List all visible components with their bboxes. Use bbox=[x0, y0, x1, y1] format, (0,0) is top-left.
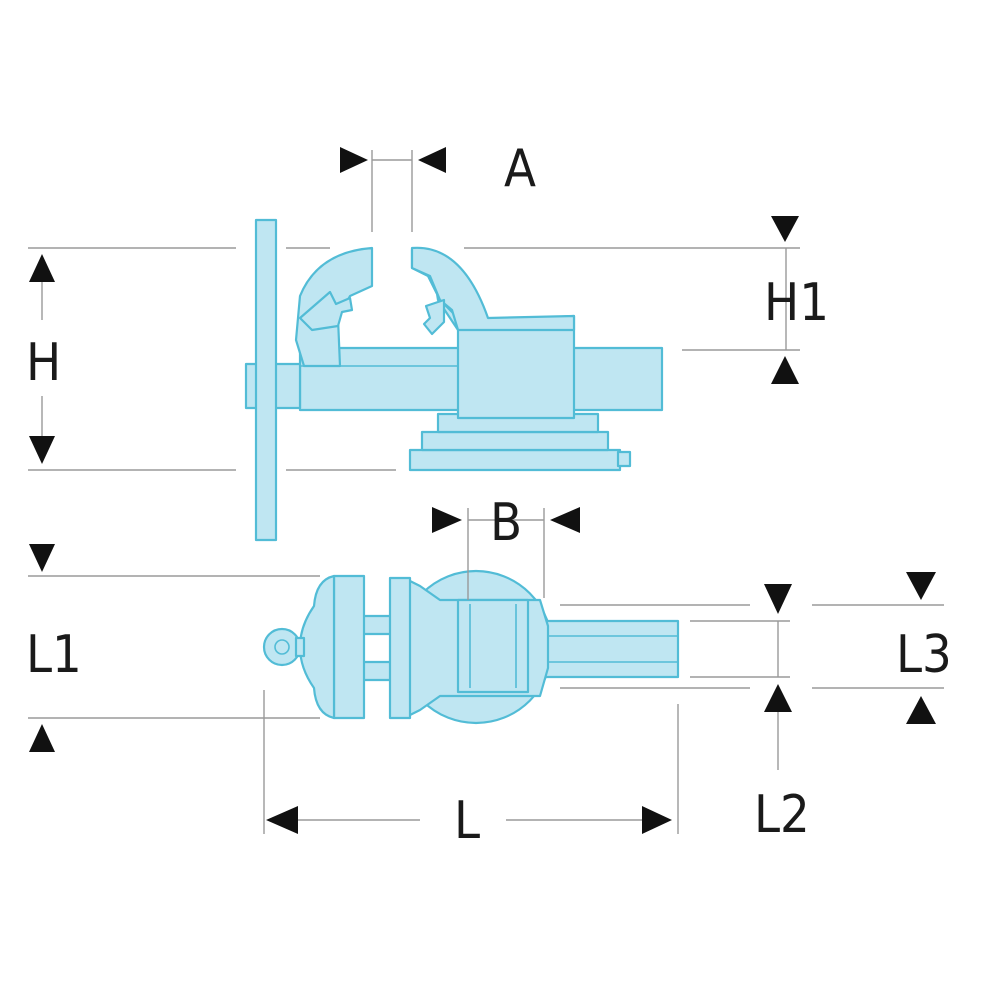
moving-jaw-plate-top bbox=[332, 574, 366, 720]
l3-arrow-bottom bbox=[906, 696, 936, 724]
l3-arrow-top bbox=[906, 572, 936, 600]
l-arrow-left bbox=[266, 806, 298, 834]
label-h1: H1 bbox=[764, 273, 829, 333]
b-arrow-left bbox=[432, 507, 462, 533]
rear-slide-bar bbox=[538, 619, 680, 679]
handle-bar bbox=[254, 218, 278, 542]
label-l: L bbox=[454, 791, 480, 851]
fixed-jaw-plate-top bbox=[388, 576, 412, 720]
a-arrow-right bbox=[418, 147, 446, 173]
l-arrow-right bbox=[642, 806, 672, 834]
label-h: H bbox=[26, 333, 61, 393]
l2-arrow-top bbox=[764, 584, 792, 614]
b-arrow-right bbox=[550, 507, 580, 533]
central-slot bbox=[456, 598, 530, 694]
h-arrow-bottom bbox=[29, 436, 55, 464]
dimension-labels: A H H1 B L1 L3 L L2 bbox=[26, 139, 952, 851]
label-a: A bbox=[504, 139, 536, 199]
a-arrow-left bbox=[340, 147, 368, 173]
base-plate-tab bbox=[616, 450, 632, 468]
l1-arrow-top bbox=[29, 544, 55, 572]
h1-arrow-top bbox=[771, 216, 799, 242]
h-arrow-top bbox=[29, 254, 55, 282]
base-plate-middle bbox=[420, 430, 610, 452]
base-plate-bottom bbox=[408, 448, 622, 472]
label-b: B bbox=[490, 493, 522, 553]
l1-arrow-bottom bbox=[29, 724, 55, 752]
l2-arrow-bottom bbox=[764, 684, 792, 712]
label-l2: L2 bbox=[754, 785, 810, 845]
vice-top-view bbox=[262, 569, 680, 725]
moving-jaw-insert bbox=[298, 290, 354, 332]
h1-arrow-bottom bbox=[771, 356, 799, 384]
screw-eyelet-hole bbox=[274, 639, 290, 655]
dimension-lines bbox=[28, 147, 944, 834]
fixed-jaw-upper bbox=[410, 246, 576, 332]
label-l3: L3 bbox=[896, 625, 952, 685]
screw-eyelet bbox=[262, 627, 302, 667]
vice-side-view bbox=[244, 218, 664, 542]
fixed-jaw-insert bbox=[422, 298, 446, 336]
label-l1: L1 bbox=[26, 625, 82, 685]
screw-shank bbox=[294, 636, 306, 658]
